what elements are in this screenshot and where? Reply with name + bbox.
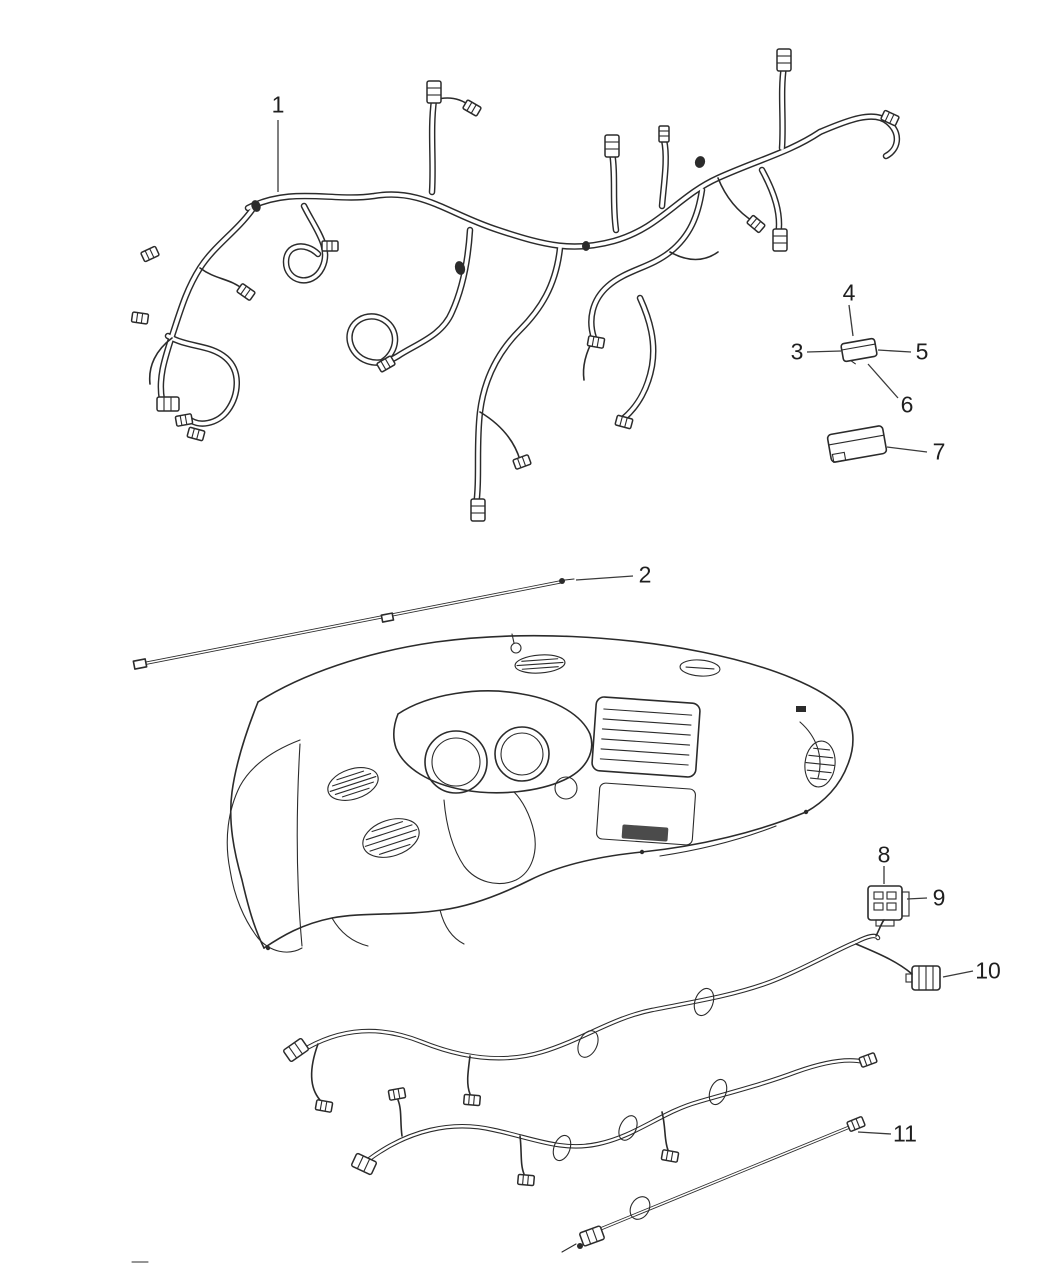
leader-line-5 bbox=[877, 349, 912, 353]
straight-jumper-harness-art bbox=[131, 1115, 867, 1263]
leader-line-6 bbox=[867, 363, 899, 399]
connector-8-art bbox=[867, 885, 910, 927]
leader-line-7 bbox=[886, 446, 928, 453]
callout-2: 2 bbox=[638, 561, 652, 588]
leader-lines bbox=[277, 120, 974, 1135]
main-harness-art bbox=[130, 48, 899, 522]
leader-line-10 bbox=[942, 970, 974, 978]
speaker-grille-art bbox=[679, 659, 721, 677]
callout-5: 5 bbox=[915, 338, 929, 365]
retainer-module-3456-art bbox=[840, 337, 878, 365]
callout-7: 7 bbox=[932, 438, 946, 465]
leader-line-4 bbox=[848, 304, 854, 337]
lower-jumper-harness-art bbox=[350, 1051, 878, 1187]
callout-3: 3 bbox=[790, 338, 804, 365]
instrument-panel-art bbox=[226, 633, 854, 953]
cluster-gauges-art bbox=[393, 690, 593, 884]
leader-line-9 bbox=[906, 897, 928, 900]
leader-line-2 bbox=[575, 575, 634, 581]
callout-8: 8 bbox=[877, 841, 891, 868]
upper-jumper-harness-art bbox=[282, 919, 913, 1114]
side-vents-art bbox=[327, 740, 836, 858]
callout-10: 10 bbox=[975, 957, 1001, 984]
center-stack-art bbox=[591, 696, 701, 846]
leader-line-3 bbox=[806, 350, 842, 353]
callout-1: 1 bbox=[271, 91, 285, 118]
antenna-cable-art bbox=[132, 578, 575, 670]
speaker-grille-art bbox=[514, 654, 566, 674]
callout-4: 4 bbox=[842, 279, 856, 306]
connector-10-art bbox=[905, 965, 941, 991]
callout-11: 11 bbox=[893, 1120, 917, 1147]
leader-line-11 bbox=[857, 1131, 892, 1135]
callout-9: 9 bbox=[932, 884, 946, 911]
callout-6: 6 bbox=[900, 391, 914, 418]
module-7-art bbox=[826, 425, 888, 463]
